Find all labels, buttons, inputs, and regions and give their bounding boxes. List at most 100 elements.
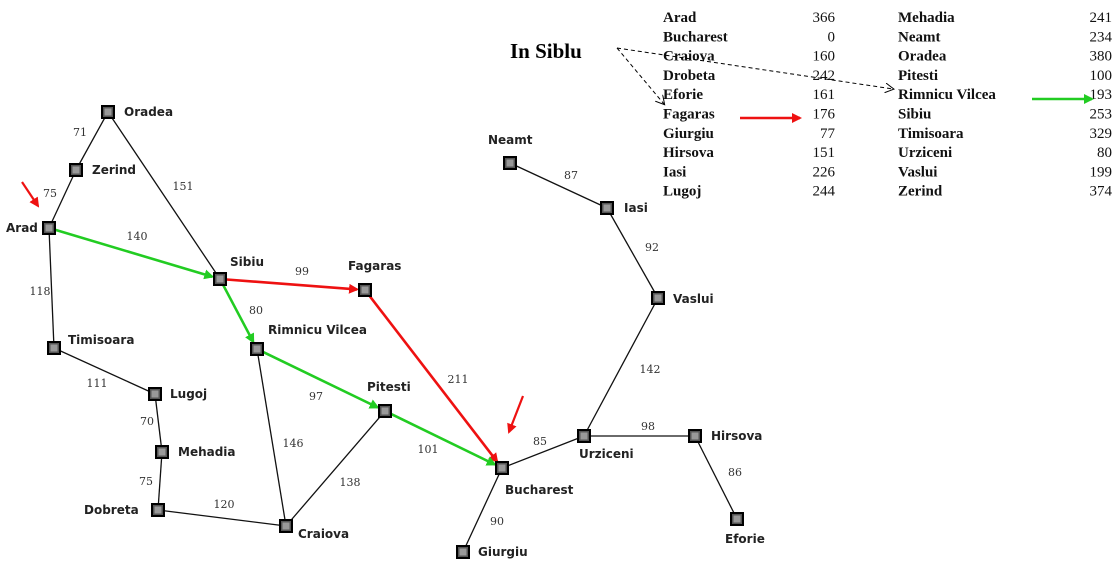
heuristic-value-mehadia: 241 (1090, 10, 1113, 26)
heuristic-name-oradea: Oradea (898, 49, 947, 65)
city-label-dobreta: Dobreta (84, 503, 139, 517)
green-path-arrow-rimnicu-vilcea-pitesti (260, 350, 380, 409)
heuristic-value-oradea: 380 (1090, 49, 1113, 65)
heuristic-value-iasi: 226 (813, 164, 836, 180)
city-node-inner-dobreta (154, 506, 162, 514)
city-node-inner-fagaras (361, 286, 369, 294)
road-timisoara-lugoj (53, 347, 156, 395)
city-label-fagaras: Fagaras (348, 259, 401, 273)
heuristic-name-giurgiu: Giurgiu (663, 126, 714, 142)
city-node-inner-mehadia (158, 448, 166, 456)
heuristic-name-pitesti: Pitesti (898, 68, 938, 84)
city-node-inner-zerind (72, 166, 80, 174)
city-node-inner-rimnicu-vilcea (253, 345, 261, 353)
city-label-urziceni: Urziceni (579, 447, 634, 461)
road-cost-craiova-pitesti: 138 (340, 476, 361, 489)
city-label-hirsova: Hirsova (711, 429, 762, 443)
road-mehadia-dobreta (157, 451, 163, 511)
green-path-arrow-pitesti-bucharest (388, 412, 497, 466)
road-rimnicu-vilcea-craiova (256, 348, 287, 527)
heuristic-name-iasi: Iasi (663, 164, 686, 180)
city-label-neamt: Neamt (488, 133, 533, 147)
heuristic-name-timisoara: Timisoara (898, 126, 964, 142)
heuristic-value-arad: 366 (813, 10, 836, 26)
heuristic-value-craiova: 160 (813, 49, 836, 65)
heuristic-name-mehadia: Mehadia (898, 10, 955, 26)
road-dobreta-craiova (157, 509, 287, 527)
city-node-inner-vaslui (654, 294, 662, 302)
heuristic-value-hirsova: 151 (813, 145, 836, 161)
green-path-arrow-arad-sibiu (53, 228, 215, 280)
city-label-lugoj: Lugoj (170, 387, 207, 401)
red-path-arrow-sibiu-fagaras (224, 278, 360, 294)
heuristic-name-drobeta: Drobeta (663, 68, 716, 84)
heuristic-value-timisoara: 329 (1090, 126, 1113, 142)
city-node-inner-pitesti (381, 407, 389, 415)
road-iasi-neamt (509, 162, 608, 209)
heuristic-value-zerind: 374 (1090, 184, 1113, 200)
city-node-inner-craiova (282, 522, 290, 530)
city-node-inner-bucharest (498, 464, 506, 472)
heuristic-value-rimnicu-vilcea: 193 (1090, 87, 1113, 103)
road-urziceni-vaslui (583, 297, 659, 437)
city-label-giurgiu: Giurgiu (478, 545, 528, 559)
city-label-craiova: Craiova (298, 527, 349, 541)
heuristic-value-pitesti: 100 (1090, 68, 1113, 84)
city-label-vaslui: Vaslui (673, 292, 714, 306)
road-vaslui-iasi (606, 207, 659, 299)
road-cost-sibiu-rimnicu-vilcea: 80 (249, 304, 263, 317)
road-cost-urziceni-hirsova: 98 (641, 420, 655, 433)
road-lugoj-mehadia (154, 393, 163, 453)
title-pointer-fagaras (616, 47, 664, 104)
city-node-inner-lugoj (151, 390, 159, 398)
road-zerind-arad (48, 169, 77, 229)
city-node-inner-urziceni (580, 432, 588, 440)
city-node-inner-sibiu (216, 275, 224, 283)
city-label-sibiu: Sibiu (230, 255, 264, 269)
road-cost-timisoara-lugoj: 111 (87, 377, 108, 390)
heuristic-value-eforie: 161 (813, 87, 836, 103)
road-cost-fagaras-bucharest: 211 (448, 373, 469, 386)
road-cost-mehadia-dobreta: 75 (139, 475, 153, 488)
road-cost-pitesti-bucharest: 101 (418, 443, 439, 456)
heuristic-name-neamt: Neamt (898, 29, 940, 45)
road-oradea-zerind (75, 111, 109, 171)
heuristic-value-urziceni: 80 (1097, 145, 1112, 161)
road-oradea-sibiu (107, 111, 221, 280)
green-path-arrow-sibiu-rimnicu-vilcea (221, 282, 255, 344)
road-cost-arad-timisoara: 118 (30, 285, 51, 298)
red-path-arrow-fagaras-bucharest (367, 293, 499, 464)
city-label-arad: Arad (6, 221, 38, 235)
city-node-inner-neamt (506, 159, 514, 167)
heuristic-name-fagaras: Fagaras (663, 107, 715, 123)
heuristic-name-lugoj: Lugoj (663, 184, 701, 200)
heuristic-value-lugoj: 244 (813, 184, 836, 200)
annotations: In Siblu (21, 39, 1094, 434)
highlighted-paths (53, 228, 499, 466)
road-cost-hirsova-eforie: 86 (728, 466, 742, 479)
road-cost-bucharest-giurgiu: 90 (490, 515, 504, 528)
city-node-inner-iasi (603, 204, 611, 212)
heuristic-name-sibiu: Sibiu (898, 107, 931, 123)
heuristic-name-hirsova: Hirsova (663, 145, 714, 161)
city-node-inner-eforie (733, 515, 741, 523)
heuristic-name-urziceni: Urziceni (898, 145, 952, 161)
city-node-inner-oradea (104, 108, 112, 116)
road-cost-dobreta-craiova: 120 (214, 498, 235, 511)
city-label-eforie: Eforie (725, 532, 765, 546)
start-marker-arrow (21, 181, 40, 208)
road-cost-arad-sibiu: 140 (127, 230, 148, 243)
heuristic-name-rimnicu-vilcea: Rimnicu Vilcea (898, 87, 996, 103)
heuristic-value-drobeta: 242 (813, 68, 836, 84)
road-cost-oradea-sibiu: 151 (173, 180, 194, 193)
city-label-oradea: Oradea (124, 105, 173, 119)
heuristic-name-eforie: Eforie (663, 87, 703, 103)
city-label-zerind: Zerind (92, 163, 136, 177)
road-cost-rimnicu-vilcea-pitesti: 97 (309, 390, 323, 403)
heuristic-name-arad: Arad (663, 10, 697, 26)
heuristic-value-giurgiu: 77 (820, 126, 836, 142)
heuristic-value-neamt: 234 (1090, 29, 1113, 45)
